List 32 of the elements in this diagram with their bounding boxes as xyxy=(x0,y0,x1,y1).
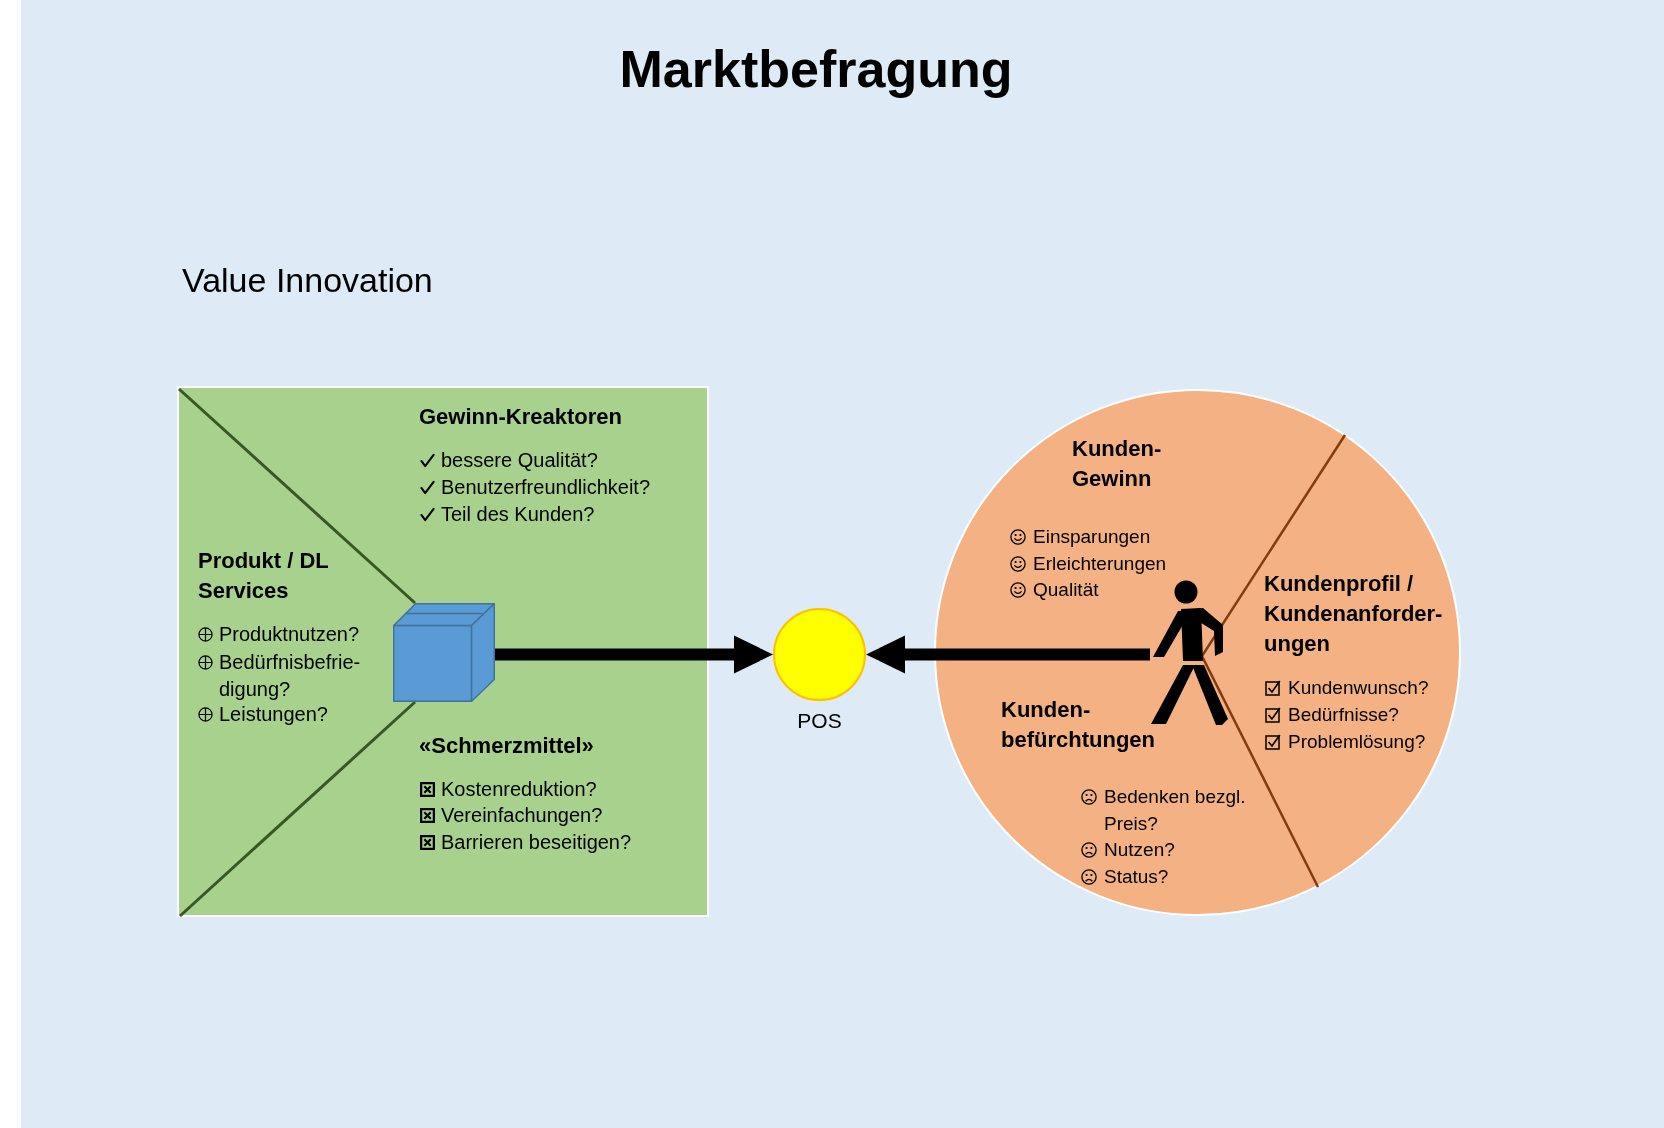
list-item: Nutzen? xyxy=(1104,838,1175,862)
list-item: Benutzerfreundlichkeit? xyxy=(441,474,650,500)
section-heading: Kundenprofil / Kundenanforder- ungen xyxy=(1264,570,1444,658)
arrow xyxy=(866,635,1150,674)
section-heading: Gewinn-Kreaktoren xyxy=(419,403,622,431)
node-caption: POS xyxy=(797,708,842,734)
list-item: Barrieren beseitigen? xyxy=(441,829,632,855)
section-heading: Kunden- befürchtungen xyxy=(1001,696,1156,754)
walking-person-figure xyxy=(1150,579,1228,726)
list-item: Teil des Kunden? xyxy=(441,501,595,527)
list-item: Problemlösung? xyxy=(1288,729,1426,754)
list-item: Vereinfachungen? xyxy=(441,802,603,828)
list-item: Status? xyxy=(1104,864,1169,889)
list-item: Produktnutzen? xyxy=(219,621,360,647)
list-item: Einsparungen xyxy=(1033,525,1151,549)
product-cube xyxy=(393,603,495,702)
list-item: bessere Qualität? xyxy=(441,447,598,473)
list-item: Kostenreduktion? xyxy=(441,776,597,802)
list-item: Bedürfnisbefrie- digung? xyxy=(219,649,362,702)
list-item: Erleichterungen xyxy=(1033,551,1167,576)
subheading: Value Innovation xyxy=(182,260,433,301)
list-item: Bedenken bezgl. Preis? xyxy=(1104,785,1247,836)
section-heading: «Schmerzmittel» xyxy=(419,732,594,760)
list-item: Bedürfnisse? xyxy=(1288,702,1399,727)
product-square xyxy=(177,386,709,917)
title: Marktbefragung xyxy=(619,39,1013,100)
section-heading: Produkt / DL Services xyxy=(198,547,330,605)
list-item: Kundenwunsch? xyxy=(1288,675,1429,700)
list-item: Qualität xyxy=(1033,578,1099,602)
arrow xyxy=(495,635,773,674)
section-heading: Kunden- Gewinn xyxy=(1072,435,1163,493)
list-item: Leistungen? xyxy=(219,702,328,727)
